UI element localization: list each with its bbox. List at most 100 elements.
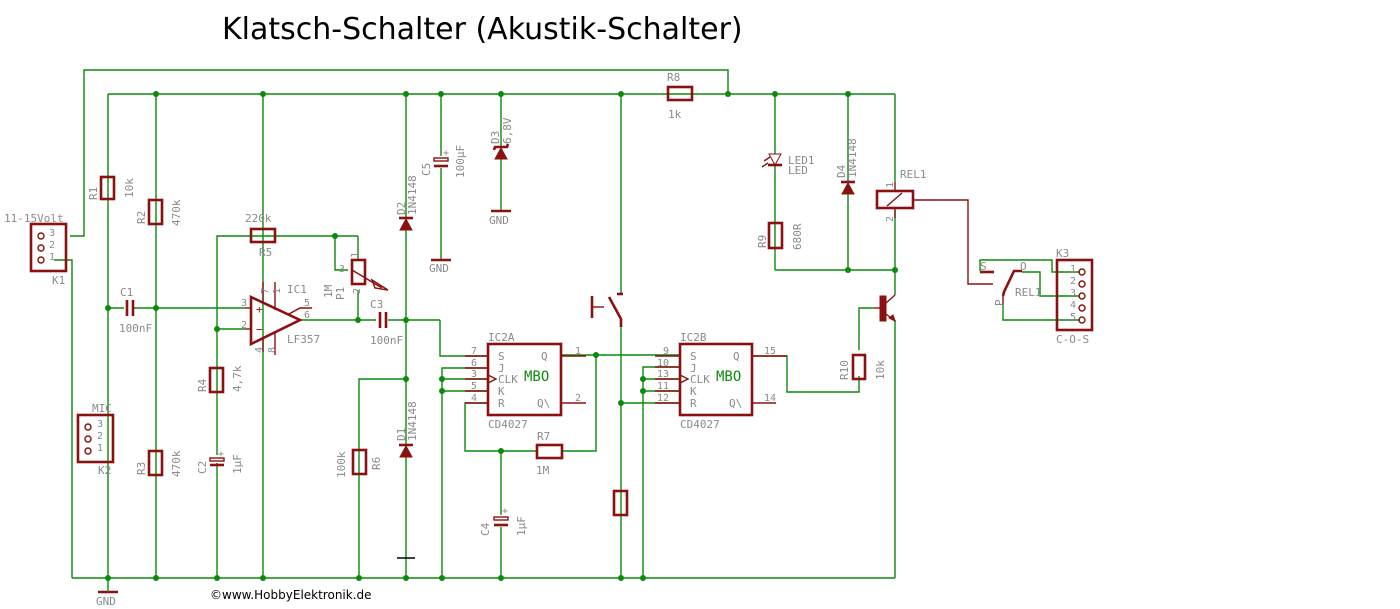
svg-text:R7: R7 bbox=[537, 430, 550, 443]
svg-text:2: 2 bbox=[1070, 276, 1076, 287]
resistor-r8: R8 1k bbox=[666, 71, 694, 121]
wire-ic2a-s bbox=[439, 320, 488, 357]
svg-text:J: J bbox=[498, 362, 505, 375]
svg-text:GND: GND bbox=[489, 214, 509, 227]
relay-contact: S O P REL1 bbox=[980, 260, 1042, 306]
svg-text:6: 6 bbox=[304, 310, 310, 321]
svg-text:GND: GND bbox=[96, 595, 116, 608]
svg-text:D3: D3 bbox=[489, 131, 502, 144]
svg-text:3: 3 bbox=[471, 369, 477, 380]
svg-text:5: 5 bbox=[304, 298, 310, 309]
svg-text:2: 2 bbox=[575, 393, 581, 404]
schematic-title: Klatsch-Schalter (Akustik-Schalter) bbox=[222, 12, 743, 47]
svg-text:J: J bbox=[690, 362, 697, 375]
svg-text:C4: C4 bbox=[479, 522, 492, 536]
zener-d3: D3 6,8V bbox=[489, 117, 514, 160]
svg-text:P: P bbox=[993, 299, 1006, 306]
svg-text:1µF: 1µF bbox=[515, 516, 528, 536]
wire-r10 bbox=[858, 307, 874, 350]
svg-text:1N4148: 1N4148 bbox=[406, 175, 419, 215]
diode-d4: D4 1N4148 bbox=[835, 138, 859, 195]
svg-text:10k: 10k bbox=[874, 360, 887, 380]
svg-text:Q: Q bbox=[541, 350, 548, 363]
potentiometer-p1: 3 1 2 1M P1 bbox=[322, 252, 389, 300]
svg-text:14: 14 bbox=[764, 393, 776, 404]
svg-text:1: 1 bbox=[97, 443, 103, 454]
svg-text:4,7k: 4,7k bbox=[231, 365, 244, 392]
svg-text:REL1: REL1 bbox=[900, 168, 927, 181]
svg-text:3: 3 bbox=[97, 419, 103, 430]
flipflop-ic2a: S J CLK K R Q Q\ MBO 7 6 3 5 4 1 2 IC2A … bbox=[465, 331, 586, 431]
relay-rel1: REL1 1 2 bbox=[875, 168, 993, 285]
svg-text:C1: C1 bbox=[120, 286, 133, 299]
svg-text:O: O bbox=[1020, 260, 1027, 273]
svg-text:R10: R10 bbox=[838, 360, 851, 380]
svg-text:1: 1 bbox=[272, 288, 283, 294]
svg-text:P1: P1 bbox=[334, 287, 347, 300]
svg-text:1M: 1M bbox=[322, 284, 335, 298]
svg-text:CD4027: CD4027 bbox=[680, 418, 720, 431]
svg-text:8: 8 bbox=[267, 347, 278, 353]
svg-text:7: 7 bbox=[260, 288, 271, 294]
svg-text:1: 1 bbox=[350, 252, 361, 258]
svg-text:2: 2 bbox=[97, 431, 103, 442]
svg-text:Q\: Q\ bbox=[537, 397, 550, 410]
svg-text:+: + bbox=[256, 303, 263, 316]
wire-r6 bbox=[358, 378, 406, 578]
svg-text:1: 1 bbox=[575, 346, 581, 357]
svg-text:C5: C5 bbox=[420, 163, 433, 176]
svg-text:GND: GND bbox=[429, 262, 449, 275]
svg-text:LED1: LED1 bbox=[788, 154, 815, 167]
wires bbox=[54, 69, 1080, 579]
connector-k2: MIC 3 2 1 K2 bbox=[76, 402, 115, 477]
capacitor-c4: + C4 1µF bbox=[479, 506, 528, 536]
svg-text:220k: 220k bbox=[245, 212, 272, 225]
k3-label: C-O-S bbox=[1056, 333, 1089, 346]
resistor-r7: R7 1M bbox=[535, 430, 564, 477]
resistor-r2: R2 470k bbox=[135, 198, 183, 226]
svg-text:3: 3 bbox=[49, 228, 55, 239]
svg-text:IC2B: IC2B bbox=[680, 331, 707, 344]
capacitor-c2: + C2 1µF bbox=[196, 449, 244, 474]
svg-text:1: 1 bbox=[49, 252, 55, 263]
svg-text:S: S bbox=[980, 260, 987, 273]
svg-text:13: 13 bbox=[657, 369, 669, 380]
svg-text:2: 2 bbox=[352, 288, 363, 294]
svg-text:5: 5 bbox=[471, 381, 477, 392]
svg-text:R: R bbox=[690, 397, 697, 410]
svg-text:12: 12 bbox=[657, 393, 669, 404]
svg-text:Q: Q bbox=[733, 350, 740, 363]
svg-text:K: K bbox=[498, 385, 505, 398]
push-button bbox=[590, 292, 623, 327]
resistor-r6: 100k R6 bbox=[335, 448, 383, 478]
svg-text:IC2A: IC2A bbox=[488, 331, 515, 344]
svg-text:15: 15 bbox=[764, 346, 776, 357]
svg-text:CD4027: CD4027 bbox=[488, 418, 528, 431]
svg-text:9: 9 bbox=[663, 346, 669, 357]
svg-text:6,8V: 6,8V bbox=[501, 117, 514, 144]
svg-text:R2: R2 bbox=[135, 211, 148, 224]
k2-label: MIC bbox=[92, 402, 112, 415]
capacitor-c1: C1 100nF bbox=[119, 286, 152, 335]
svg-text:MBO: MBO bbox=[716, 369, 741, 385]
transistor bbox=[874, 294, 896, 322]
svg-text:LED: LED bbox=[788, 164, 808, 177]
svg-text:3: 3 bbox=[1070, 288, 1076, 299]
svg-text:K: K bbox=[690, 385, 697, 398]
wire-supply-in bbox=[70, 69, 729, 237]
svg-text:CLK: CLK bbox=[498, 373, 518, 386]
svg-text:11: 11 bbox=[657, 381, 669, 392]
resistor-r9: R9 680R bbox=[756, 221, 804, 250]
svg-text:2: 2 bbox=[885, 216, 896, 222]
svg-text:S: S bbox=[690, 350, 697, 363]
svg-text:IC1: IC1 bbox=[287, 283, 307, 296]
svg-text:3: 3 bbox=[339, 264, 345, 275]
wire-k3-1 bbox=[979, 259, 1080, 273]
resistor-unlabeled bbox=[612, 489, 629, 517]
svg-text:4: 4 bbox=[471, 393, 477, 404]
svg-text:C2: C2 bbox=[196, 461, 209, 474]
diode-d2: D2 1N4148 bbox=[395, 175, 419, 231]
wire-k3-5 bbox=[1002, 305, 1080, 321]
svg-text:+: + bbox=[502, 506, 508, 517]
connector-k3: K3 1 2 3 4 5 C-O-S bbox=[1055, 247, 1094, 346]
